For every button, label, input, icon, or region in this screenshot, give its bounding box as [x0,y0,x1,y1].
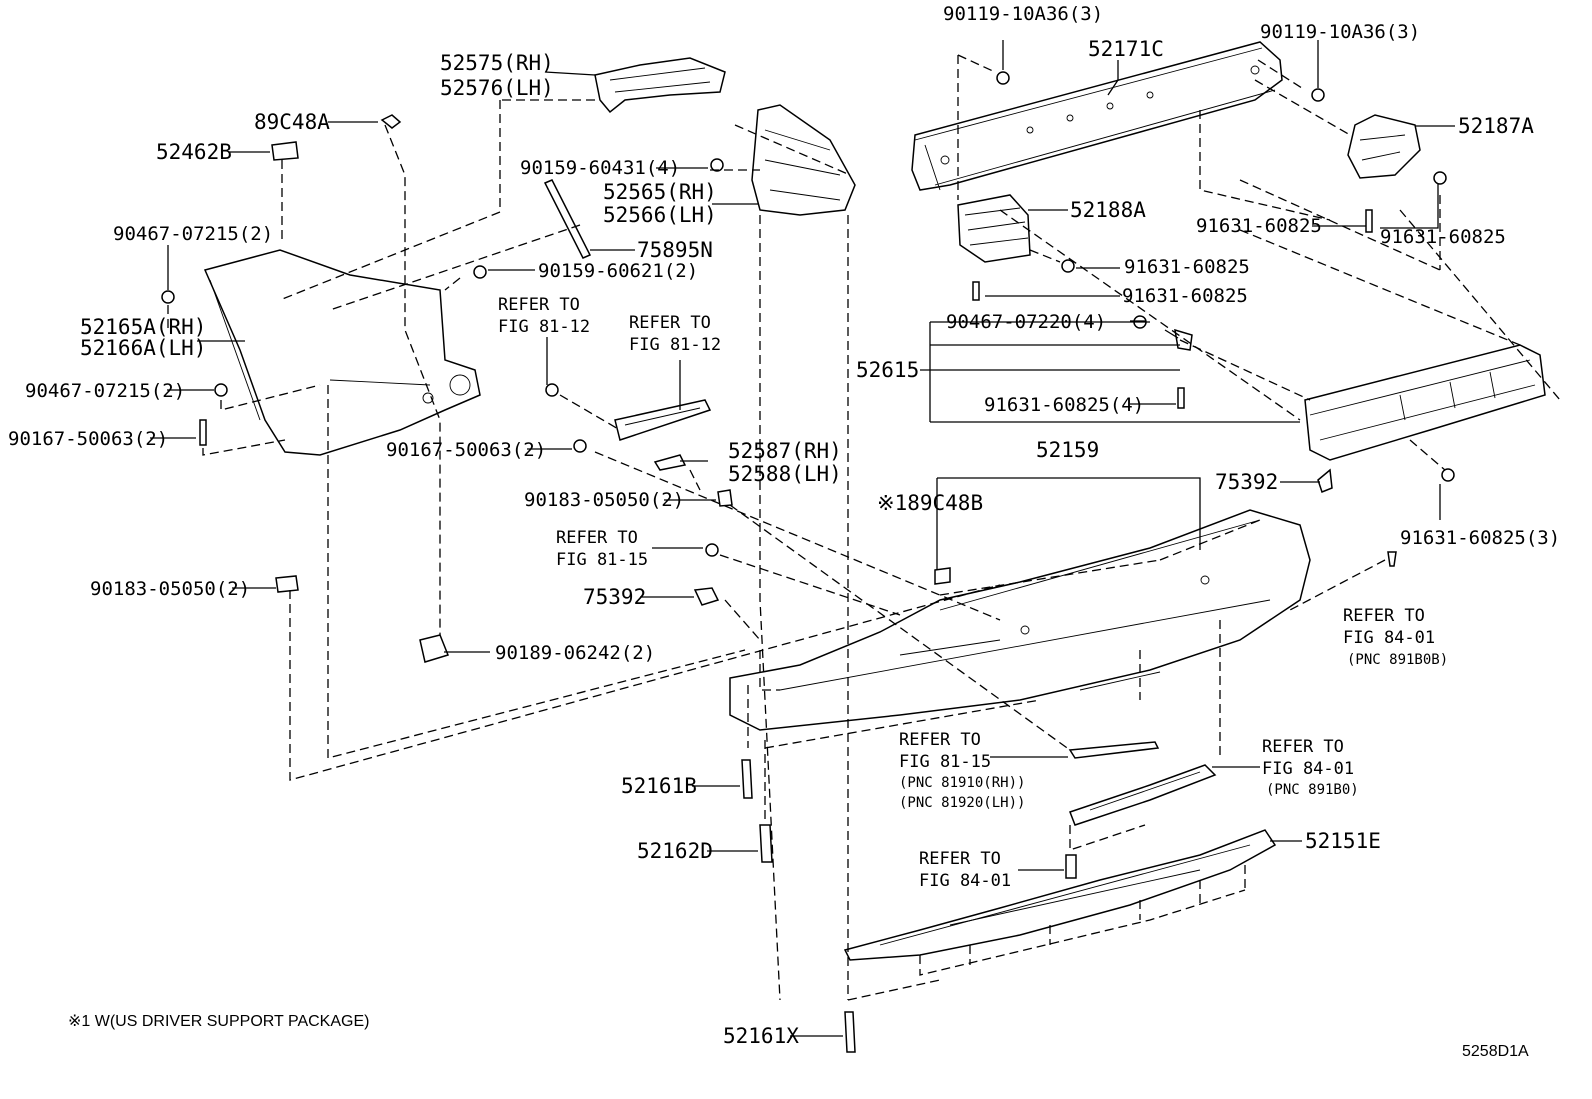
label-75392-left: 75392 [583,585,646,609]
label-89c48a: 89C48A [254,110,330,134]
label-91631-60825-e: 91631-60825(4) [984,394,1144,416]
spoiler-52151e [843,829,1277,961]
ref-81-15-top-line1: REFER TO [556,528,638,548]
label-52565: 52565(RH) [603,180,717,204]
label-52151e: 52151E [1305,829,1381,853]
label-52161b: 52161B [621,774,697,798]
label-91631-60825-d: 91631-60825 [1122,285,1248,307]
retainer-52575 [594,57,726,114]
ref-81-12-left-line2: FIG 81-12 [498,317,590,337]
label-90119-10a36-right: 90119-10A36(3) [1260,21,1420,43]
label-90159-60621: 90159-60621(2) [538,260,698,282]
label-52576: 52576(LH) [440,76,554,100]
ref-81-15-bottom-pnc-rh: (PNC 81910(RH)) [899,775,1025,791]
label-90167-50063-a: 90167-50063(2) [8,428,168,450]
bracket-52188a [957,194,1031,263]
ref-84-01-bottom-line2: FIG 84-01 [919,871,1011,891]
ref-81-12-right-line2: FIG 81-12 [629,335,721,355]
footnote: ※1 W(US DRIVER SUPPORT PACKAGE) [68,1013,369,1030]
reinforcement-52171c [911,41,1283,191]
label-91631-60825-c: 91631-60825 [1124,256,1250,278]
label-90467-07220: 90467-07220(4) [946,311,1106,333]
ref-81-12-left-line1: REFER TO [498,295,580,315]
refer-notes: REFER TO FIG 81-12 REFER TO FIG 81-12 RE… [498,295,1448,891]
label-52587: 52587(RH) [728,439,842,463]
label-91631-60825-b: 91631-60825 [1380,226,1506,248]
leader-lines [150,40,1455,1037]
label-52159: 52159 [1036,438,1099,462]
lamp-52587 [614,399,712,441]
label-52462b: 52462B [156,140,232,164]
label-52187a: 52187A [1458,114,1534,138]
ref-81-15-bottom-line2: FIG 81-15 [899,752,991,772]
ref-84-01-right-line2: FIG 84-01 [1343,628,1435,648]
label-52161x: 52161X [723,1024,799,1048]
label-52188a: 52188A [1070,198,1146,222]
retainer-52565 [751,104,856,216]
label-52588: 52588(LH) [728,462,842,486]
label-90159-60431: 90159-60431(4) [520,157,680,179]
fasteners [161,71,1455,1053]
reflector [1068,741,1160,759]
label-91631-60825-a: 91631-60825 [1196,215,1322,237]
bracket-52187a [1347,114,1421,179]
strip-75895n [543,179,592,259]
absorber-52615 [1304,344,1546,461]
label-90183-05050-a: 90183-05050(2) [524,489,684,511]
diagram-code: 5258D1A [1462,1043,1529,1060]
label-90467-07215-a: 90467-07215(2) [113,223,273,245]
label-52615: 52615 [856,358,919,382]
clip-52587 [653,454,687,471]
label-89c48b: ※189C48B [877,491,983,515]
label-90183-05050-b: 90183-05050(2) [90,578,250,600]
ref-84-01-mid-pnc: (PNC 891B0) [1266,782,1359,798]
ref-81-12-right-line1: REFER TO [629,313,711,333]
label-75392-right: 75392 [1215,470,1278,494]
label-90167-50063-b: 90167-50063(2) [386,439,546,461]
ref-84-01-right-pnc: (PNC 891B0B) [1347,652,1448,668]
assembly-lines [167,54,1561,1001]
label-90189-06242: 90189-06242(2) [495,642,655,664]
ref-81-15-bottom-line1: REFER TO [899,730,981,750]
label-91631-60825-f: 91631-60825(3) [1400,527,1560,549]
ref-84-01-right-line1: REFER TO [1343,606,1425,626]
ref-84-01-mid-line2: FIG 84-01 [1262,759,1354,779]
label-52171c: 52171C [1088,37,1164,61]
label-75895n: 75895N [637,238,713,262]
label-52566: 52566(LH) [603,203,717,227]
label-52165a: 52165A(RH) [80,315,206,339]
lower-garnish [1069,764,1217,826]
ref-81-15-bottom-pnc-lh: (PNC 81920(LH)) [899,795,1025,811]
label-52575: 52575(RH) [440,51,554,75]
side-bumper-52165a [203,249,481,456]
label-52162d: 52162D [637,839,713,863]
ref-81-15-top-line2: FIG 81-15 [556,550,648,570]
ref-84-01-bottom-line1: REFER TO [919,849,1001,869]
label-90467-07215-b: 90467-07215(2) [25,380,185,402]
ref-84-01-mid-line1: REFER TO [1262,737,1344,757]
label-52166a: 52166A(LH) [80,336,206,360]
part-labels: 90119-10A36(3) 52171C 90119-10A36(3) 525… [8,3,1560,1048]
label-90119-10a36-left: 90119-10A36(3) [943,3,1103,25]
bumper-cover-52159 [729,509,1311,731]
